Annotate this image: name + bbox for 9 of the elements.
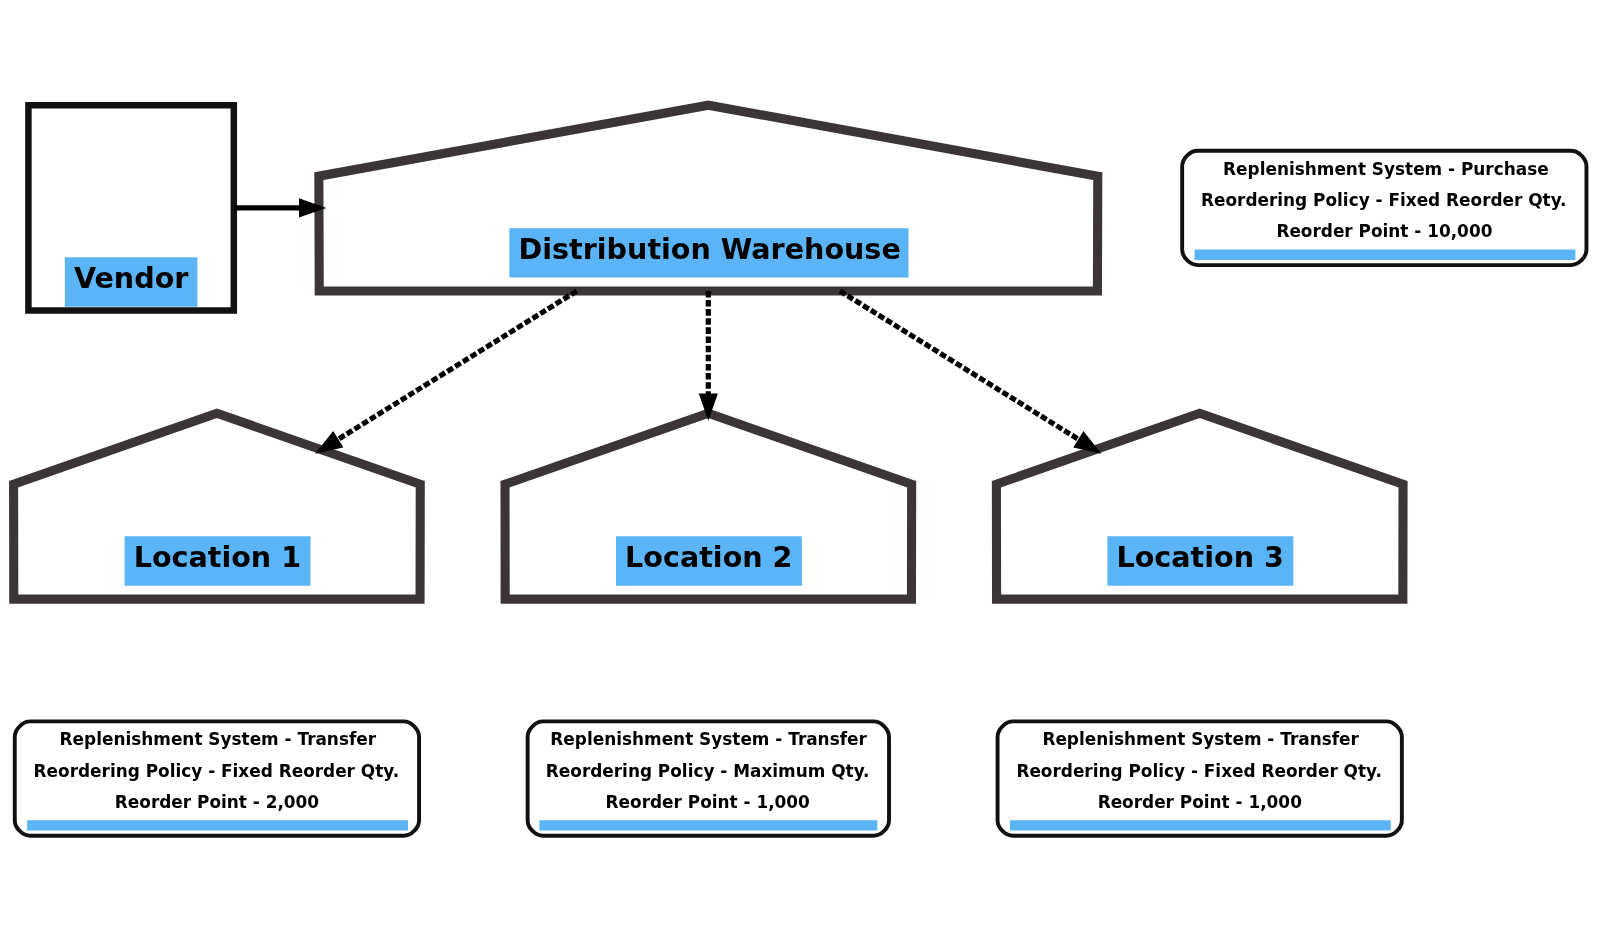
arrow xyxy=(698,291,718,421)
node-box: Replenishment System - Purchase Reordering Policy - Fixed Reorder Qty. Reorder Point - 10,000 xyxy=(1180,148,1589,268)
arrow xyxy=(234,198,327,218)
node-box: Replenishment System - Transfer Reordering Policy - Maximum Qty. Reorder Point - 1,000 xyxy=(525,719,891,838)
node-box: Vendor xyxy=(25,101,238,314)
arrow xyxy=(315,288,578,454)
arrow xyxy=(838,288,1102,454)
node-box: Replenishment System - Transfer Reordering Policy - Fixed Reorder Qty. Reorder Point - 2,000 xyxy=(12,719,421,838)
node-box: Replenishment System - Transfer Reordering Policy - Fixed Reorder Qty. Reorder Point - 1,000 xyxy=(995,719,1404,838)
